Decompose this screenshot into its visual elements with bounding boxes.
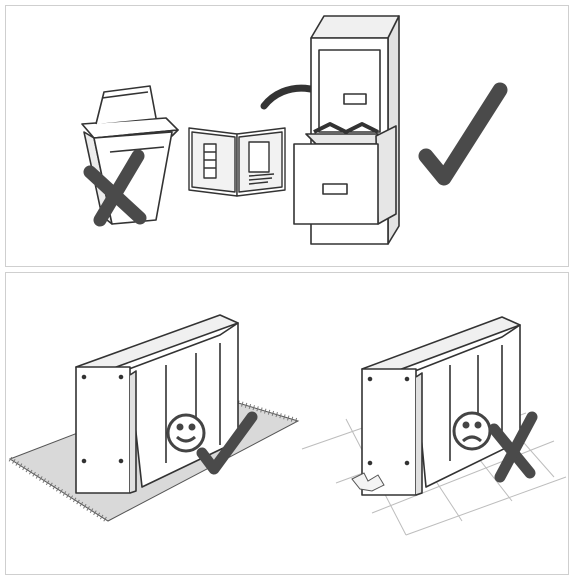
checkmark-icon <box>426 90 500 178</box>
manual-storage-illustration <box>6 6 568 266</box>
filing-cabinet-icon <box>294 16 399 244</box>
bookcase-incorrect <box>362 317 520 495</box>
manual-storage-panel <box>5 5 569 267</box>
assembly-surface-illustration <box>6 273 568 574</box>
assembly-surface-panel <box>5 272 569 575</box>
sad-face-icon <box>454 413 490 449</box>
assembly-manual-icon <box>189 128 285 196</box>
smiley-face-icon <box>168 415 204 451</box>
